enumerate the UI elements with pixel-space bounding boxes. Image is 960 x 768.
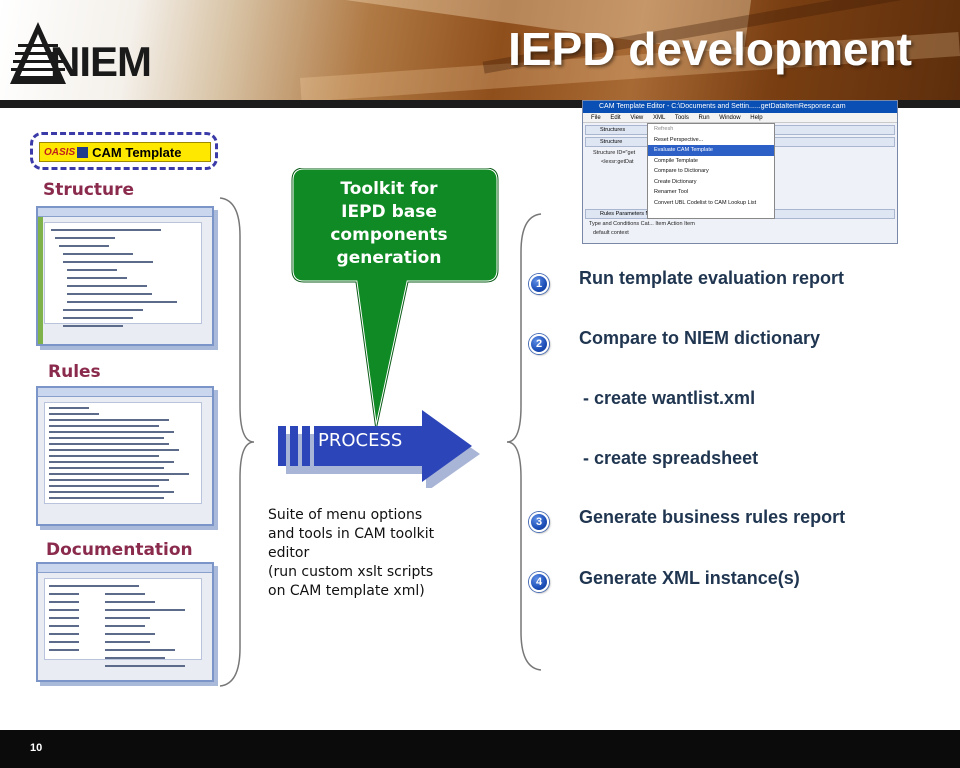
menu-edit: Edit bbox=[610, 115, 621, 121]
niem-logo-icon bbox=[10, 22, 66, 84]
callout-line: Toolkit for bbox=[340, 179, 438, 199]
callout-text: Toolkit for IEPD base components generat… bbox=[298, 178, 480, 270]
callout-line: components bbox=[330, 225, 448, 245]
menu-item-compile: Compile Template bbox=[654, 157, 698, 164]
sub-step-wantlist: - create wantlist.xml bbox=[583, 388, 756, 408]
cam-template-badge: OASIS CAM Template bbox=[30, 132, 218, 170]
banner-ridge bbox=[0, 100, 960, 108]
tools-menu: Refresh Reset Perspective... Evaluate CA… bbox=[647, 123, 775, 219]
sub-step-spreadsheet: - create spreadsheet bbox=[583, 448, 759, 468]
rules-columns: Type and Conditions Cat... Item Action I… bbox=[589, 221, 695, 227]
step-1-badge: 1 bbox=[529, 274, 549, 294]
rules-context: default context bbox=[593, 230, 629, 236]
footer-bar bbox=[0, 730, 960, 768]
suite-line: (run custom xslt scripts bbox=[268, 564, 434, 580]
step-2-badge: 2 bbox=[529, 334, 549, 354]
menu-run: Run bbox=[698, 115, 710, 121]
menu-item-evaluate: Evaluate CAM Template bbox=[648, 145, 774, 156]
cam-template-label-box: OASIS CAM Template bbox=[39, 142, 211, 162]
tree-root: Structure ID="get bbox=[593, 150, 636, 156]
menu-item-reset: Reset Perspective... bbox=[654, 136, 704, 143]
step-4-text: Generate XML instance(s) bbox=[579, 568, 800, 588]
step-4-badge: 4 bbox=[529, 572, 549, 592]
documentation-label: Documentation bbox=[46, 540, 193, 560]
menu-item-compare: Compare to Dictionary bbox=[654, 168, 709, 174]
process-arrow-icon bbox=[278, 410, 480, 488]
step-2-text: Compare to NIEM dictionary bbox=[579, 328, 821, 348]
menu-help: Help bbox=[750, 115, 763, 121]
toolkit-callout-bubble bbox=[290, 168, 500, 431]
rules-label: Rules bbox=[48, 362, 101, 382]
step-3-text: Generate business rules report bbox=[579, 507, 846, 527]
right-brace-icon bbox=[506, 213, 542, 671]
menu-item-create-dictionary: Create Dictionary bbox=[654, 178, 697, 185]
structure-label: Structure bbox=[43, 180, 135, 200]
page-number: 10 bbox=[30, 742, 43, 754]
step-1-text: Run template evaluation report bbox=[579, 268, 845, 288]
oasis-square-icon bbox=[77, 146, 89, 158]
menu-window: Window bbox=[719, 115, 741, 121]
logo-text: NIEM bbox=[50, 38, 152, 85]
cam-template-label: CAM Template bbox=[92, 144, 182, 160]
callout-line: IEPD base bbox=[341, 202, 437, 222]
menu-xml: XML bbox=[652, 115, 666, 121]
header-banner bbox=[0, 0, 960, 108]
suite-line: editor bbox=[268, 545, 310, 561]
left-brace-icon bbox=[219, 197, 255, 687]
page-title: IEPD development bbox=[508, 23, 912, 75]
menu-item-refresh: Refresh bbox=[654, 126, 674, 132]
documentation-thumbnail bbox=[36, 562, 214, 682]
cam-editor-screenshot: CAM Template Editor - C:\Documents and S… bbox=[582, 100, 898, 244]
screenshot-menubar: File Edit View XML Tools Run Window Help bbox=[583, 113, 897, 123]
menu-item-renamer: Renamer Tool bbox=[654, 189, 689, 195]
menu-view: View bbox=[630, 115, 644, 121]
structure-thumbnail bbox=[36, 206, 214, 346]
step-3-badge: 3 bbox=[529, 512, 549, 532]
suite-description: Suite of menu options and tools in CAM t… bbox=[268, 506, 498, 601]
suite-line: Suite of menu options bbox=[268, 507, 423, 523]
menu-item-convert: Convert UBL Codelist to CAM Lookup List bbox=[654, 199, 757, 206]
oasis-logo: OASIS bbox=[44, 146, 76, 158]
tree-child: <lexsr:getDat bbox=[601, 159, 634, 165]
rules-thumbnail bbox=[36, 386, 214, 526]
suite-line: and tools in CAM toolkit bbox=[268, 526, 435, 542]
menu-tools: Tools bbox=[674, 115, 689, 121]
suite-line: on CAM template xml) bbox=[268, 583, 425, 599]
menu-file: File bbox=[591, 115, 601, 121]
screenshot-title: CAM Template Editor - C:\Documents and S… bbox=[583, 101, 897, 113]
callout-line: generation bbox=[336, 248, 442, 268]
process-label: PROCESS bbox=[318, 430, 403, 451]
